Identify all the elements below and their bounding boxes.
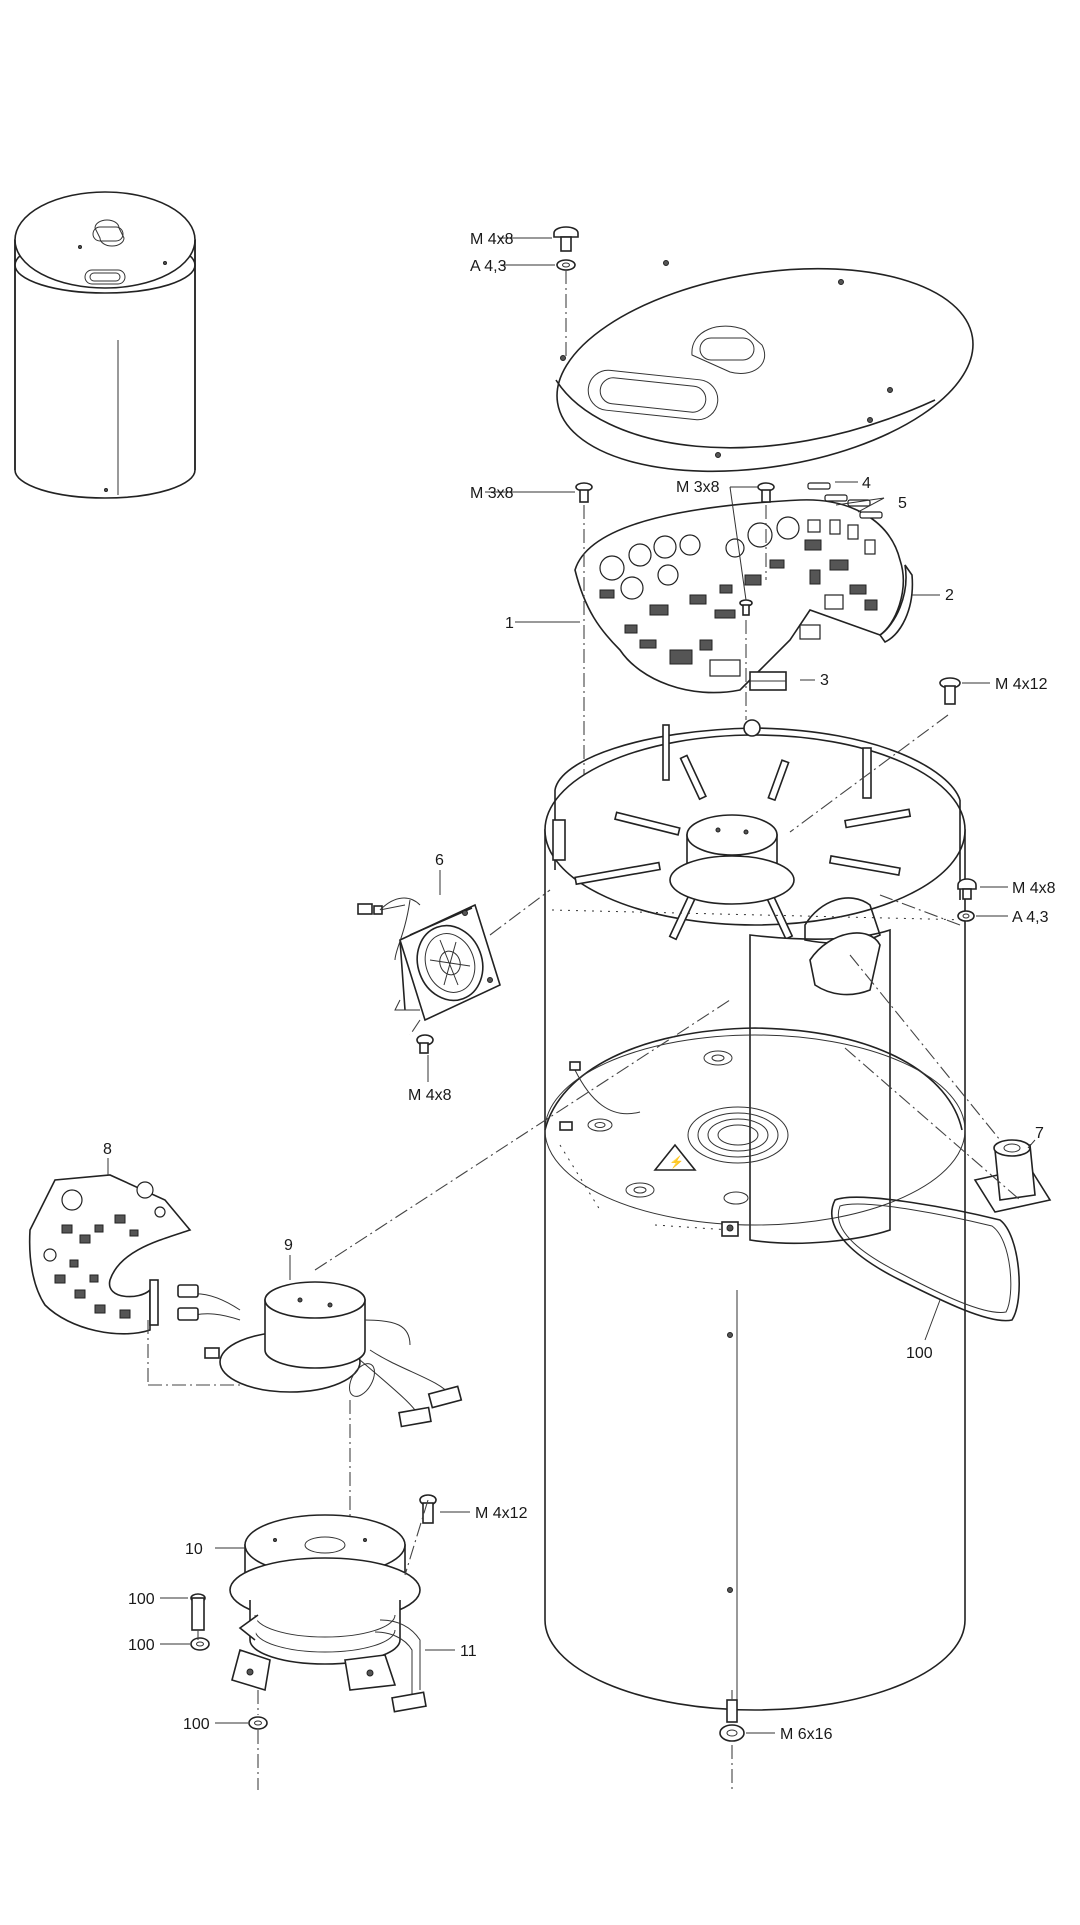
cable-11 [374,1619,427,1713]
lower-fan-grill [687,1106,789,1164]
label-screw-left-board: M 3x8 [470,485,514,502]
label-screw-m6x16: M 6x16 [780,1726,833,1743]
label-part-6: 6 [435,852,444,869]
label-part-7: 7 [1035,1125,1044,1142]
assembled-unit-thumbnail [14,191,196,499]
washer-100-a [190,1637,210,1651]
screw-m4x8-top [553,226,579,271]
pcb-8 [28,1174,192,1335]
label-part-10: 10 [185,1541,203,1558]
label-part-100-b: 100 [128,1637,155,1654]
label-washer-right: A 4,3 [1012,909,1049,926]
label-screw-m4x12-bottom: M 4x12 [475,1505,528,1522]
label-part-9: 9 [284,1237,293,1254]
cable-lower [574,1069,641,1115]
label-part-100-belt: 100 [906,1345,933,1362]
drive-belt [831,1196,1020,1322]
label-part-3: 3 [820,672,829,689]
screw-m4x8-right [957,878,977,922]
warning-triangle-icon [653,1143,697,1171]
label-part-8: 8 [103,1141,112,1158]
base-bearing-10 [229,1514,421,1692]
washer-100-b [248,1716,268,1730]
motor-7 [973,1139,1052,1213]
label-washer-top: A 4,3 [470,258,507,275]
screw-m4x12-right [939,677,961,705]
top-lid [555,260,974,473]
spindle-assembly-9 [177,1281,463,1428]
fan-6 [357,897,501,1022]
label-part-4: 4 [862,475,871,492]
screw-m3x8-mid [739,482,775,616]
label-part-5: 5 [898,495,907,512]
label-part-11: 11 [460,1643,477,1660]
deck-slots [574,754,912,941]
screw-m4x8-fan [416,1034,434,1054]
label-part-100-a: 100 [128,1591,155,1608]
stud-100 [190,1593,206,1631]
board-components [599,516,878,677]
label-screw-m4x8-fan: M 4x8 [408,1087,452,1104]
main-cylinder: ⚡ [544,719,971,1711]
main-circuit-board [574,499,914,694]
label-screw-m4x8-right: M 4x8 [1012,880,1056,897]
central-hub [669,814,795,905]
screw-m4x12-bottom [419,1494,437,1524]
svg-text:⚡: ⚡ [669,1155,684,1169]
label-screw-mid-board: M 3x8 [676,479,720,496]
label-part-1: 1 [505,615,514,632]
label-part-2: 2 [945,587,954,604]
label-screw-m4x12-right: M 4x12 [995,676,1048,693]
label-part-100-c: 100 [183,1716,210,1733]
screw-m3x8-left [575,482,593,503]
label-screw-top: M 4x8 [470,231,514,248]
